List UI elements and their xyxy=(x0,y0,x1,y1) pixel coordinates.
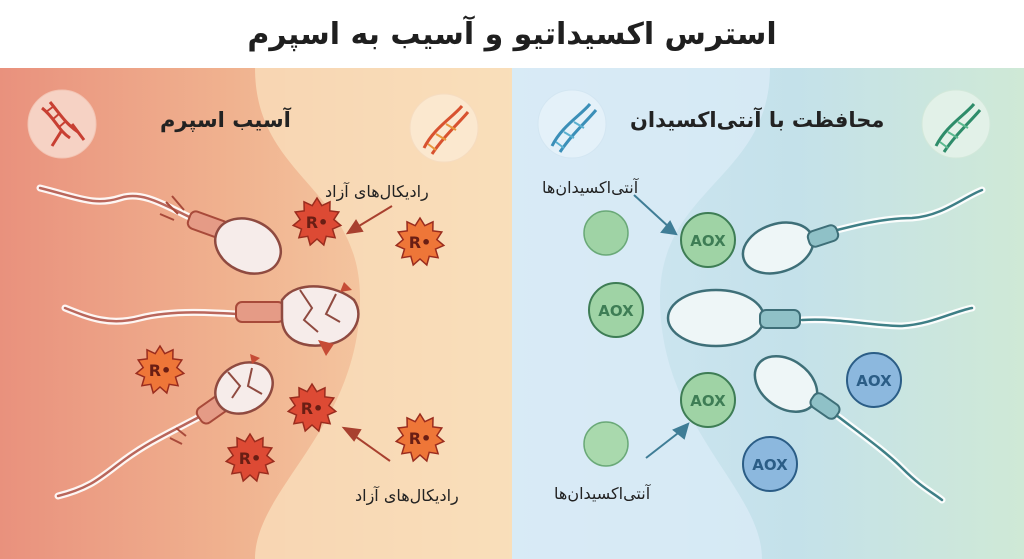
damage-panel: R• R• R• R• R• R• آسیب اسپرم رادیکال‌های آزاد… xyxy=(0,68,512,559)
healthy-sperm-2 xyxy=(666,288,801,348)
antioxidant-dot-2 xyxy=(583,421,629,467)
damaged-sperm-2 xyxy=(235,282,360,356)
healthy-sperm-3 xyxy=(753,355,841,420)
free-radical-2: R• xyxy=(394,216,446,267)
free-radical-symbol: R• xyxy=(306,213,329,232)
damage-panel-wave xyxy=(255,68,512,559)
title-bar: استرس اکسیداتیو و آسیب به اسپرم xyxy=(0,0,1024,68)
damaged-sperm-1 xyxy=(159,195,282,275)
free-radical-symbol: R• xyxy=(149,361,172,380)
antioxidant-label: AOX xyxy=(690,392,726,410)
antioxidants-label-top: آنتی‌اکسیدان‌ها xyxy=(542,178,639,197)
damaged-sperm-3 xyxy=(169,354,274,445)
dna-icon xyxy=(409,93,479,163)
free-radicals-label-bottom: رادیکال‌های آزاد xyxy=(355,486,459,505)
protection-panel: AOX AOX AOX AOX AOX محافظت با آنتی‌اکسیدان آ… xyxy=(512,68,1024,559)
antioxidant-3: AOX xyxy=(680,372,736,428)
free-radical-4: R• xyxy=(286,382,338,433)
free-radicals-label-top: رادیکال‌های آزاد xyxy=(325,182,429,201)
healthy-sperm-1 xyxy=(741,221,840,275)
free-radical-symbol: R• xyxy=(239,449,262,468)
protection-illustration: AOX AOX AOX AOX AOX xyxy=(512,68,1024,559)
free-radical-1: R• xyxy=(291,196,343,247)
antioxidant-label: AOX xyxy=(690,232,726,250)
protection-heading: محافظت با آنتی‌اکسیدان xyxy=(630,108,885,132)
broken-dna-icon xyxy=(27,89,97,159)
antioxidants-label-bottom: آنتی‌اکسیدان‌ها xyxy=(554,484,651,503)
antioxidant-4: AOX xyxy=(846,352,902,408)
free-radical-symbol: R• xyxy=(301,399,324,418)
antioxidant-label: AOX xyxy=(598,302,634,320)
free-radical-3: R• xyxy=(134,344,186,395)
antioxidant-dot-1 xyxy=(583,210,629,256)
free-radical-6: R• xyxy=(224,432,276,483)
antioxidant-label: AOX xyxy=(856,372,892,390)
damage-illustration: R• R• R• R• R• R• xyxy=(0,68,512,559)
arrow-top-icon xyxy=(345,205,393,235)
arrow-bottom-icon xyxy=(341,426,391,462)
free-radical-symbol: R• xyxy=(409,429,432,448)
arrow-aox-top-icon xyxy=(633,194,678,236)
antioxidant-2: AOX xyxy=(588,282,644,338)
damage-heading: آسیب اسپرم xyxy=(160,108,291,132)
arrow-aox-bottom-icon xyxy=(645,422,690,459)
free-radical-symbol: R• xyxy=(409,233,432,252)
antioxidant-1: AOX xyxy=(680,212,736,268)
dna-blue-icon xyxy=(537,89,607,159)
free-radical-5: R• xyxy=(394,412,446,463)
dna-green-icon xyxy=(921,89,991,159)
antioxidant-label: AOX xyxy=(752,456,788,474)
antioxidant-5: AOX xyxy=(742,436,798,492)
page-title: استرس اکسیداتیو و آسیب به اسپرم xyxy=(247,16,777,52)
